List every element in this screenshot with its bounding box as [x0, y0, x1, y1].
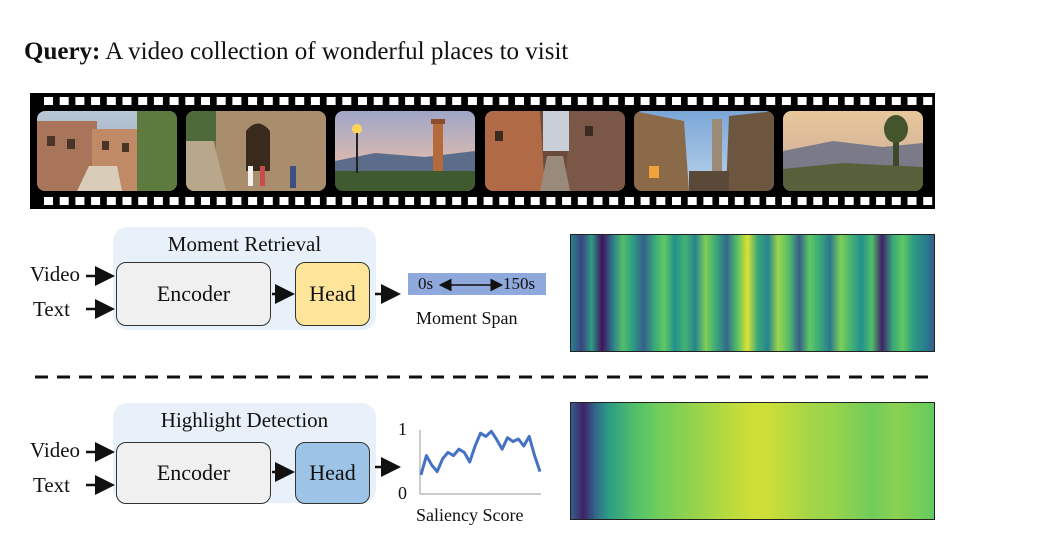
hd-encoder-box: Encoder: [116, 442, 271, 504]
video-frame-3: [335, 111, 475, 191]
video-frame-4: [485, 111, 625, 191]
piazza-tower-thumbnail: [634, 111, 774, 191]
sprocket-holes: [44, 97, 933, 205]
mr-video-input-label: Video: [30, 262, 81, 286]
video-frame-6: [783, 111, 923, 191]
span-end-label: 150s: [503, 274, 536, 293]
mr-encoder-box: Encoder: [116, 262, 271, 326]
highlight-detection-title: Highlight Detection: [160, 408, 329, 432]
hill-landscape-thumbnail: [783, 111, 923, 191]
moment-span-label: Moment Span: [416, 308, 518, 328]
village-street-thumbnail: [37, 111, 177, 191]
mr-text-input-label: Text: [33, 297, 71, 321]
video-frame-2: [186, 111, 326, 191]
highlight-detection-heatmap: [570, 402, 935, 520]
mr-head-box: Head: [295, 262, 370, 326]
saliency-y-max: 1: [398, 419, 407, 439]
sunset-tower-thumbnail: [335, 111, 475, 191]
hd-head-box: Head: [295, 442, 370, 504]
stone-staircase-thumbnail: [186, 111, 326, 191]
video-frame-1: [37, 111, 177, 191]
narrow-alley-thumbnail: [485, 111, 625, 191]
video-frame-5: [634, 111, 774, 191]
query-line: Query: A video collection of wonderful p…: [24, 38, 568, 66]
hd-text-input-label: Text: [33, 473, 71, 497]
saliency-score-label: Saliency Score: [416, 505, 524, 525]
film-strip: [30, 93, 935, 209]
moment-retrieval-title: Moment Retrieval: [167, 232, 322, 256]
span-start-label: 0s: [418, 274, 434, 293]
query-label: Query:: [24, 38, 101, 65]
moment-retrieval-heatmap: [570, 234, 935, 352]
query-text: A video collection of wonderful places t…: [105, 38, 569, 65]
saliency-curve: [419, 429, 542, 476]
saliency-y-min: 0: [398, 483, 407, 503]
hd-video-input-label: Video: [30, 438, 81, 462]
